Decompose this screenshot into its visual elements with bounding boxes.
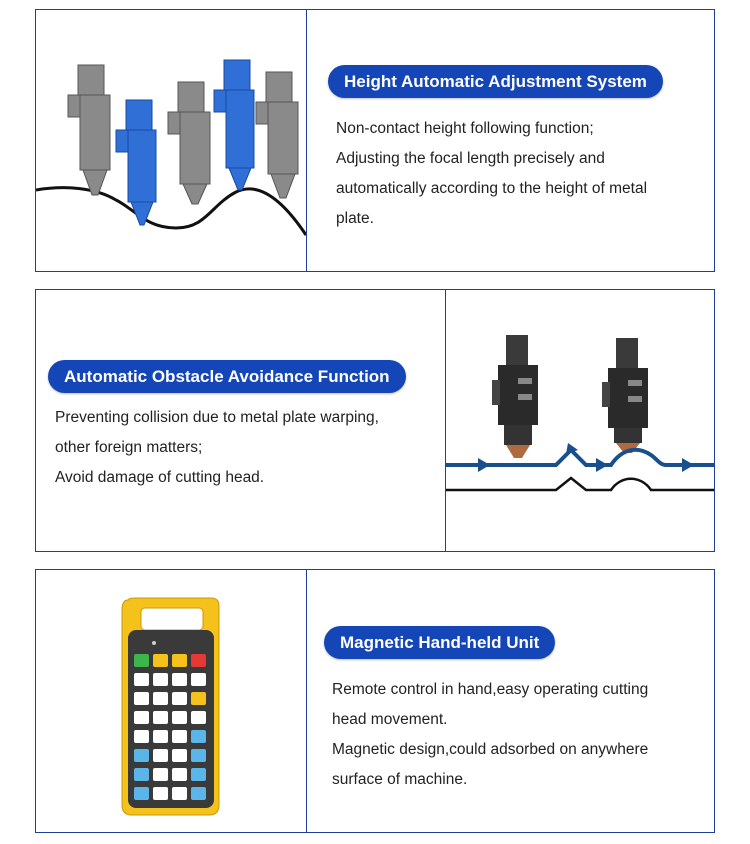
- remote-key: [153, 692, 168, 705]
- remote-key: [172, 787, 187, 800]
- remote-control-illustration: [36, 570, 306, 832]
- description-line: Magnetic design,could adsorbed on anywhe…: [332, 741, 649, 758]
- feature-panel-height-adjustment: Height Automatic Adjustment System Non-c…: [35, 9, 715, 272]
- remote-key: [191, 730, 206, 743]
- remote-key: [134, 730, 149, 743]
- panel-divider: [306, 570, 307, 832]
- remote-key: [153, 730, 168, 743]
- remote-key: [172, 692, 187, 705]
- remote-key: [134, 673, 149, 686]
- remote-key: [172, 730, 187, 743]
- remote-key: [134, 768, 149, 781]
- cutting-heads-illustration: [36, 10, 306, 271]
- remote-key: [191, 654, 206, 667]
- description-line: Preventing collision due to metal plate …: [55, 409, 379, 426]
- description-line: Non-contact height following function;: [336, 120, 594, 137]
- remote-key: [191, 787, 206, 800]
- description-line: other foreign matters;: [55, 439, 203, 456]
- description-line: Remote control in hand,easy operating cu…: [332, 681, 649, 698]
- remote-key: [153, 654, 168, 667]
- remote-key: [153, 787, 168, 800]
- panel-divider: [306, 10, 307, 271]
- remote-key: [191, 692, 206, 705]
- remote-key: [172, 768, 187, 781]
- remote-key: [172, 749, 187, 762]
- description-line: head movement.: [332, 711, 448, 728]
- description-line: automatically according to the height of…: [336, 180, 648, 197]
- feature-title-pill: Magnetic Hand-held Unit: [324, 626, 556, 659]
- remote-key: [134, 654, 149, 667]
- panel-divider: [445, 290, 446, 551]
- feature-panel-obstacle-avoidance: Automatic Obstacle Avoidance Function Pr…: [35, 289, 715, 552]
- description-line: Avoid damage of cutting head.: [55, 469, 265, 486]
- remote-key: [153, 749, 168, 762]
- remote-key: [191, 749, 206, 762]
- remote-key: [172, 673, 187, 686]
- obstacle-avoidance-illustration: [446, 290, 714, 551]
- remote-key: [134, 749, 149, 762]
- description-line: plate.: [336, 210, 374, 227]
- feature-description: Preventing collision due to metal plate …: [55, 403, 379, 493]
- feature-description: Non-contact height following function; A…: [336, 114, 647, 234]
- remote-key: [153, 711, 168, 724]
- remote-key: [172, 711, 187, 724]
- remote-key: [191, 673, 206, 686]
- remote-key: [153, 768, 168, 781]
- remote-key: [191, 768, 206, 781]
- remote-key: [172, 654, 187, 667]
- feature-description: Remote control in hand,easy operating cu…: [332, 675, 648, 795]
- remote-key: [134, 787, 149, 800]
- remote-key: [134, 711, 149, 724]
- remote-key: [134, 692, 149, 705]
- feature-panel-handheld-unit: Magnetic Hand-held Unit Remote control i…: [35, 569, 715, 833]
- description-line: surface of machine.: [332, 771, 468, 788]
- description-line: Adjusting the focal length precisely and: [336, 150, 605, 167]
- feature-title-pill: Automatic Obstacle Avoidance Function: [48, 360, 406, 393]
- feature-title-pill: Height Automatic Adjustment System: [328, 65, 663, 98]
- remote-key: [191, 711, 206, 724]
- remote-key: [153, 673, 168, 686]
